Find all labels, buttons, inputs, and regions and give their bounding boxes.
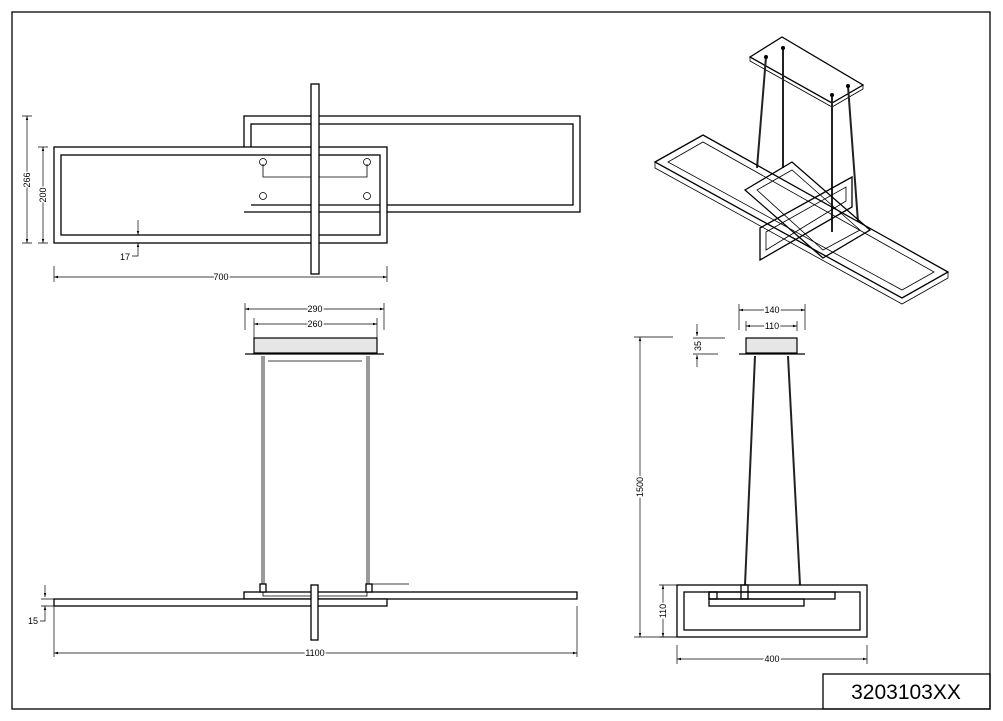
- dim-266: 266: [22, 172, 32, 187]
- left-frame-outer: [53, 146, 388, 244]
- canopy-side: [745, 337, 798, 354]
- vertical-frame-3d: [759, 175, 853, 262]
- dim-17: 17: [120, 252, 130, 262]
- cable-side-left: [744, 355, 756, 586]
- dim-400: 400: [764, 654, 779, 664]
- frame-side-outer: [676, 584, 868, 638]
- left-frame-inner: [60, 154, 381, 236]
- sheet-border: [11, 11, 991, 710]
- dim-110-canopy: 110: [765, 321, 779, 331]
- vertical-bar: [310, 83, 320, 275]
- canopy: [253, 337, 378, 354]
- dim-260: 260: [307, 319, 322, 329]
- dim-700: 700: [213, 272, 228, 282]
- dim-290: 290: [307, 304, 322, 314]
- long-frame-3d: [653, 134, 950, 299]
- dim-15: 15: [28, 616, 38, 626]
- upper-frame-bar: [243, 591, 578, 600]
- vertical-bar-front: [310, 584, 319, 641]
- mounting-hole-icons: [259, 158, 371, 200]
- dim-110-frame: 110: [658, 604, 668, 618]
- part-number: 3203103XX: [851, 681, 961, 704]
- isometric-view: [653, 36, 950, 305]
- dim-1100: 1100: [305, 648, 324, 658]
- dim-35: 35: [693, 341, 703, 351]
- lower-frame-bar: [53, 598, 388, 607]
- part-number-box: [822, 673, 991, 710]
- front-view: 290 260 15 1100: [28, 303, 578, 660]
- cable-side-right: [787, 355, 801, 586]
- frame-side-inner: [683, 591, 861, 631]
- side-view: 140 110 35 1500 110 400: [634, 304, 868, 666]
- top-view: 266 200 17 700: [21, 83, 581, 284]
- dim-200: 200: [38, 187, 48, 202]
- middle-frame-3d: [743, 161, 872, 259]
- dim-140: 140: [764, 305, 779, 315]
- dim-1500: 1500: [635, 477, 645, 497]
